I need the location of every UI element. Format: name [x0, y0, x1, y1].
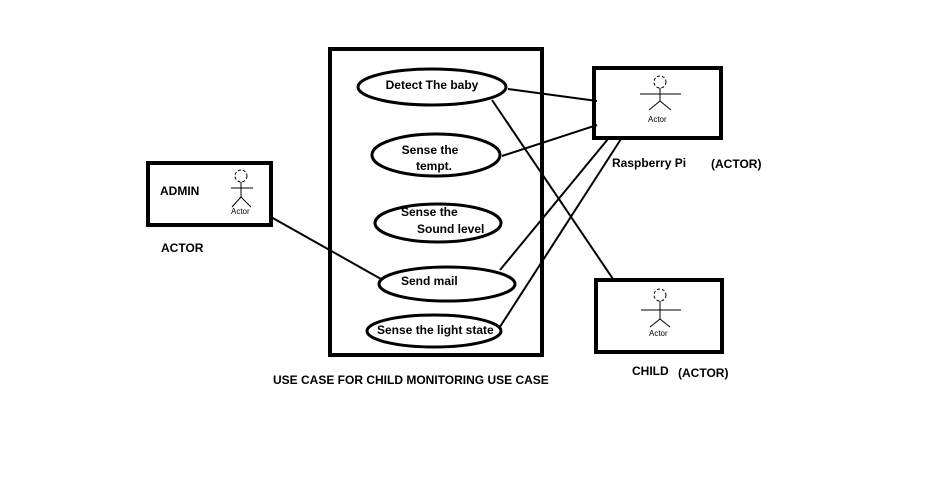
child-name-label: CHILD: [632, 364, 669, 378]
child-actor-box: [594, 278, 724, 354]
raspberry-actor-box: [592, 66, 723, 140]
raspberry-stick-figure: [640, 75, 681, 111]
raspberry-figure-label: Actor: [648, 115, 667, 124]
diagram-caption: USE CASE FOR CHILD MONITORING USE CASE: [273, 373, 549, 387]
use-case-detect-baby-label: Detect The baby: [385, 78, 479, 92]
association-admin-mail: [270, 216, 382, 280]
association-detect-child: [491, 99, 614, 280]
raspberry-name-label: Raspberry Pi: [612, 156, 687, 170]
admin-actor-box: [146, 161, 273, 227]
use-case-send-mail: [377, 265, 517, 303]
use-case-detect-baby: [356, 67, 508, 107]
raspberry-type-label: (ACTOR): [711, 157, 762, 171]
use-case-sense-temperature: [370, 132, 502, 178]
association-temp-raspberry: [501, 124, 598, 157]
admin-box-label: ADMIN: [160, 184, 200, 198]
system-boundary: [328, 47, 544, 357]
admin-figure-label: Actor: [231, 207, 250, 216]
association-light-raspberry: [495, 138, 622, 334]
use-case-sense-light: [365, 313, 503, 349]
use-case-sense-temperature-label: Sense the tempt.: [401, 143, 459, 173]
use-case-sense-light-label: Sense the light state: [377, 323, 494, 337]
child-stick-figure: [641, 288, 681, 328]
association-detect-raspberry: [507, 88, 598, 102]
use-case-sense-sound: [373, 202, 503, 244]
association-lines: [270, 88, 622, 334]
child-figure-label: Actor: [649, 329, 668, 338]
admin-stick-figure: [231, 169, 253, 208]
use-case-sense-sound-label-line1: Sense the: [401, 205, 458, 219]
use-case-sense-sound-label-line2: Sound level: [417, 222, 485, 236]
association-mail-raspberry: [499, 138, 609, 271]
use-case-send-mail-label: Send mail: [401, 274, 458, 288]
child-type-label: (ACTOR): [678, 366, 729, 380]
admin-type-label: ACTOR: [161, 241, 204, 255]
